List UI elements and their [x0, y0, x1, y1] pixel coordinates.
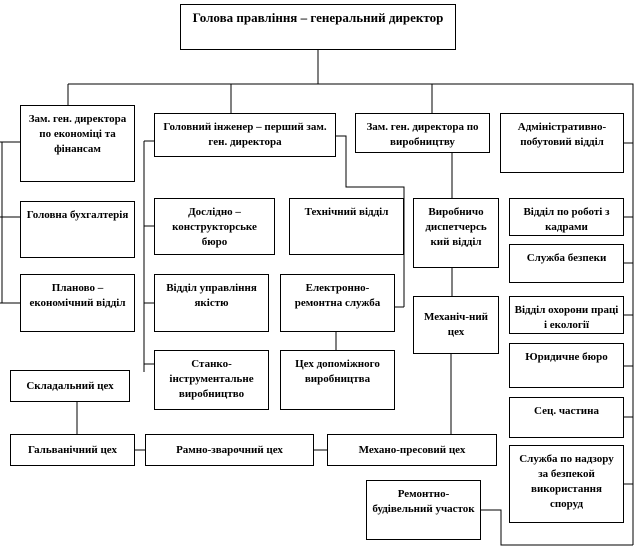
special-unit-box: Сец. частина [509, 397, 624, 438]
design-bureau-box: Дослідно – конструкторське бюро [154, 198, 275, 255]
accounting-box: Головна бухгалтерія [20, 201, 135, 258]
tool-production-box: Станко-інструментальне виробництво [154, 350, 269, 410]
labor-protection-box: Відділ охорони праці і екології [509, 296, 624, 334]
box-label: Станко-інструментальне виробництво [169, 358, 254, 400]
box-label: Відділ управління якістю [166, 282, 257, 309]
box-label: Головний інженер – перший зам. ген. дире… [163, 121, 327, 148]
box-label: Планово – економічний відділ [29, 282, 126, 309]
technical-department-box: Технічний відділ [289, 198, 404, 255]
frame-welding-workshop-box: Рамно-зварочний цех [145, 434, 314, 466]
press-workshop-box: Механо-пресовий цех [327, 434, 497, 466]
box-label: Механо-пресовий цех [358, 443, 466, 456]
deputy-economics-box: Зам. ген. директора по економіці та фіна… [20, 105, 135, 182]
security-service-box: Служба безпеки [509, 244, 624, 283]
general-director-box: Голова правління – генеральний директор [180, 4, 456, 50]
box-label: Зам. ген. директора по виробництву [366, 121, 479, 148]
electronic-repair-box: Електронно-ремонтна служба [280, 274, 395, 332]
box-label: Відділ по роботі з кадрами [523, 206, 610, 233]
hr-department-box: Відділ по роботі з кадрами [509, 198, 624, 236]
box-label: Технічний відділ [304, 206, 389, 218]
legal-bureau-box: Юридичне бюро [509, 343, 624, 388]
chief-engineer-box: Головний інженер – перший зам. ген. дире… [154, 113, 336, 157]
box-label: Відділ охорони праці і екології [514, 304, 619, 331]
box-label: Гальванічний цех [28, 443, 117, 456]
box-label: Сец. частина [534, 405, 599, 417]
box-label: Зам. ген. директора по економіці та фіна… [28, 113, 127, 155]
building-safety-service-box: Служба по надзору за безпекой використан… [509, 445, 624, 523]
box-label: Адміністративно-побутовий відділ [517, 121, 607, 148]
box-label: Юридичне бюро [525, 351, 608, 363]
box-label: Рамно-зварочний цех [176, 443, 283, 456]
box-label: Цех допоміжного виробництва [295, 358, 380, 385]
box-label: Електронно-ремонтна служба [294, 282, 381, 309]
auxiliary-workshop-box: Цех допоміжного виробництва [280, 350, 395, 410]
box-label: Ремонтно-будівельний участок [372, 488, 475, 515]
box-label: Головна бухгалтерія [26, 209, 129, 221]
repair-construction-site-box: Ремонтно-будівельний участок [366, 480, 481, 540]
box-label: Механіч-ний цех [423, 311, 489, 338]
admin-department-box: Адміністративно-побутовий відділ [500, 113, 624, 173]
assembly-workshop-box: Складальний цех [10, 370, 130, 402]
box-label: Служба по надзору за безпекой використан… [519, 453, 614, 510]
box-label: Голова правління – генеральний директор [192, 10, 444, 25]
planning-economics-box: Планово – економічний відділ [20, 274, 135, 332]
box-label: Виробничо диспетчерсь кий відділ [425, 206, 487, 248]
box-label: Складальний цех [26, 379, 114, 392]
galvanic-workshop-box: Гальванічний цех [10, 434, 135, 466]
box-label: Служба безпеки [526, 252, 607, 264]
dispatch-department-box: Виробничо диспетчерсь кий відділ [413, 198, 499, 268]
box-label: Дослідно – конструкторське бюро [172, 206, 257, 248]
mechanical-workshop-box: Механіч-ний цех [413, 296, 499, 354]
quality-department-box: Відділ управління якістю [154, 274, 269, 332]
deputy-production-box: Зам. ген. директора по виробництву [355, 113, 490, 153]
